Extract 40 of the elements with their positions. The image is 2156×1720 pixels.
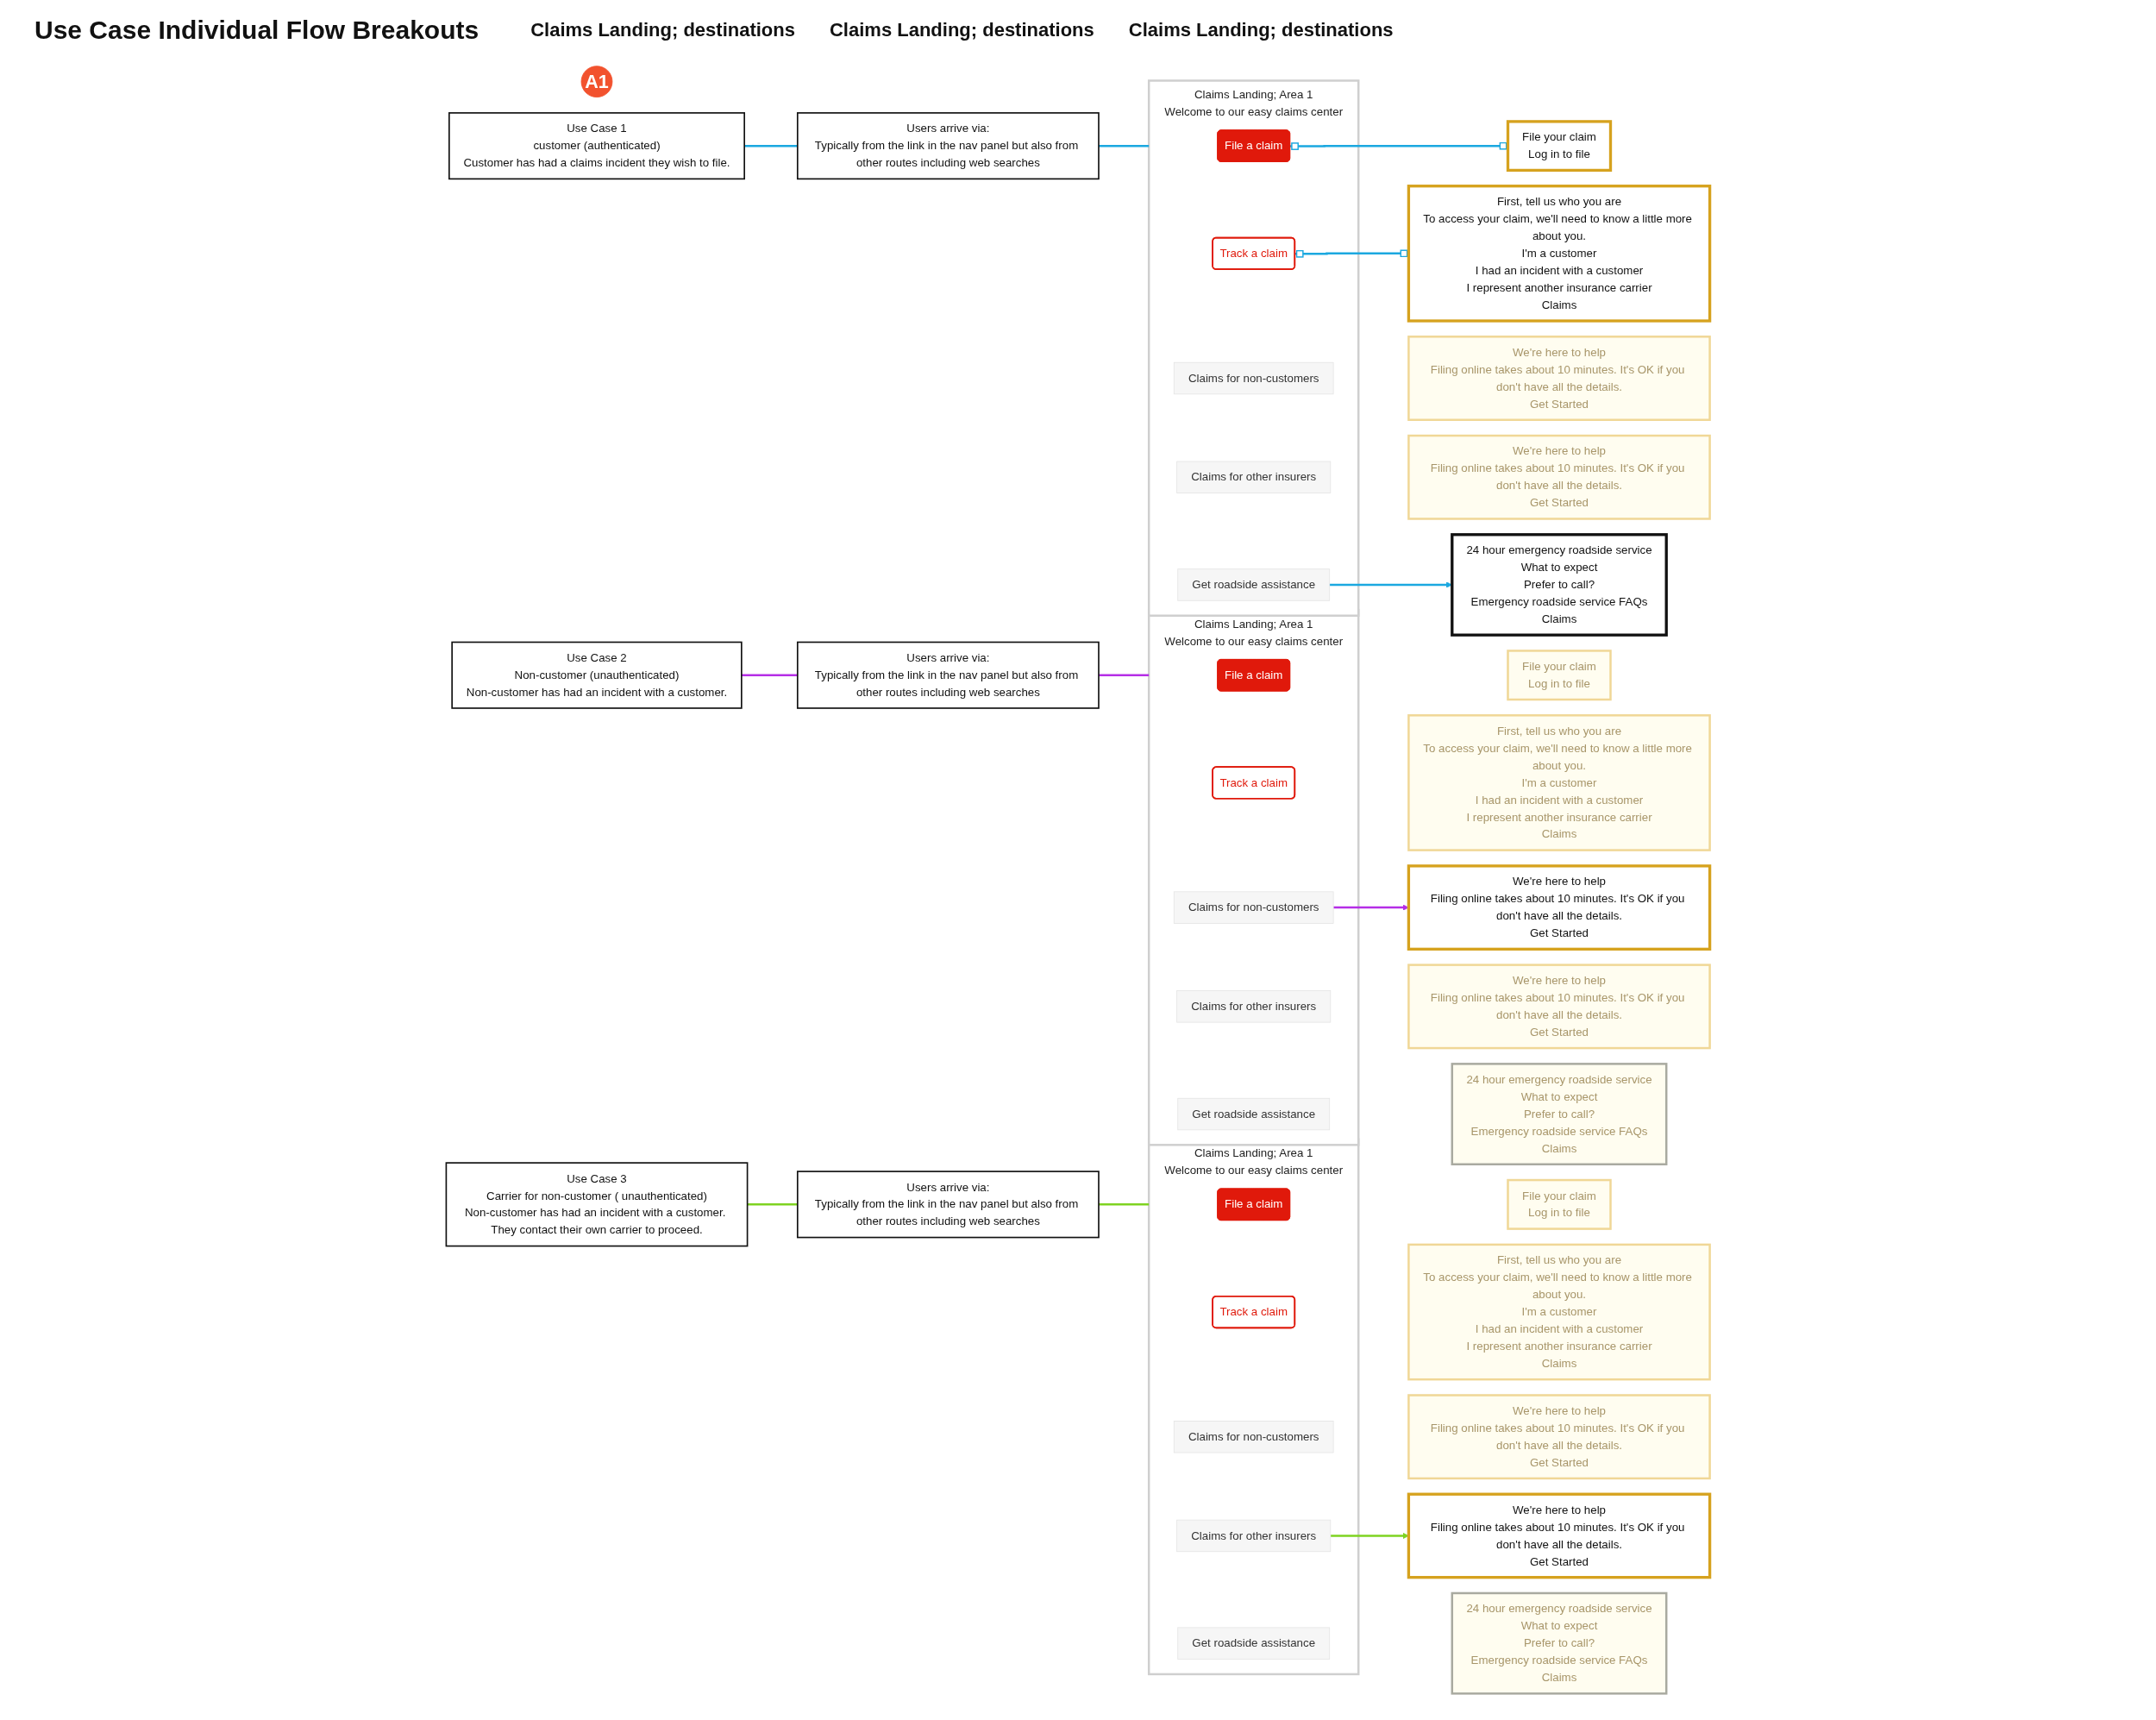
node-box: Claims for other insurers: [1176, 1519, 1332, 1553]
node-box: Claims for non-customers: [1173, 361, 1334, 395]
section-heading: Claims Landing; destinations: [829, 19, 1094, 41]
node-box: Get roadside assistance: [1177, 1097, 1331, 1131]
node-box: First, tell us who you are To access your claim, we'll need to know a little more about you. I'm a customer I had an incident with a customer I represent another insurance carrier Claims: [1407, 1243, 1711, 1381]
node-box: We're here to help Filing online takes about 10 minutes. It's OK if you don't have all the details. Get Started: [1407, 336, 1711, 421]
connector: [1099, 144, 1150, 148]
node-box: We're here to help Filing online takes about 10 minutes. It's OK if you don't have all the details. Get Started: [1407, 1492, 1712, 1579]
node-box: 24 hour emergency roadside service What to expect Prefer to call? Emergency roadside service FAQs Claims: [1451, 1591, 1668, 1695]
node-box: Claims for non-customers: [1173, 891, 1334, 924]
node-box: 24 hour emergency roadside service What to expect Prefer to call? Emergency roadside service FAQs Claims: [1451, 533, 1668, 637]
node-box: File your claim Log in to file: [1507, 650, 1612, 701]
node-box: We're here to help Filing online takes about 10 minutes. It's OK if you don't have all the details. Get Started: [1407, 434, 1711, 520]
node-box: Get roadside assistance: [1177, 568, 1331, 601]
node-box: Use Case 2 Non-customer (unauthenticated) Non-customer has had an incident with a customer.: [451, 641, 743, 709]
node-box: First, tell us who you are To access your claim, we'll need to know a little more about you. I'm a customer I had an incident with a customer I represent another insurance carrier Claims: [1407, 185, 1712, 323]
node-box: Users arrive via: Typically from the link in the nav panel but also from other routes including web searches: [796, 641, 1100, 709]
section-heading: Claims Landing; destinations: [530, 19, 795, 41]
node-box: First, tell us who you are To access your claim, we'll need to know a little more about you. I'm a customer I had an incident with a customer I represent another insurance carrier Claims: [1407, 714, 1711, 851]
node-circle: A1: [580, 66, 613, 98]
node-box: Claims for other insurers: [1176, 990, 1332, 1023]
connector: [1099, 674, 1150, 676]
node-box: We're here to help Filing online takes about 10 minutes. It's OK if you don't have all the details. Get Started: [1407, 864, 1712, 951]
node-box: Use Case 3 Carrier for non-customer ( unauthenticated) Non-customer has had an incident with a customer. They contact their own carrier to proceed.: [445, 1162, 749, 1247]
node-box: File your claim Log in to file: [1506, 120, 1613, 173]
node-box: File your claim Log in to file: [1507, 1178, 1612, 1230]
node-box: Claims for other insurers: [1176, 461, 1332, 493]
node-box: Claims for non-customers: [1173, 1421, 1334, 1453]
diagram-title: Use Case Individual Flow Breakouts: [34, 16, 479, 45]
node-box: 24 hour emergency roadside service What to expect Prefer to call? Emergency roadside service FAQs Claims: [1451, 1063, 1668, 1165]
connector: [747, 1203, 798, 1206]
node-box: Users arrive via: Typically from the link in the nav panel but also from other routes including web searches: [796, 1171, 1100, 1239]
node-box: Use Case 1 customer (authenticated) Customer has had a claims incident they wish to file.: [448, 112, 745, 180]
node-box: We're here to help Filing online takes about 10 minutes. It's OK if you don't have all the details. Get Started: [1407, 1394, 1711, 1480]
connector: [1099, 1203, 1150, 1206]
connector: [741, 674, 798, 676]
connector: [744, 144, 798, 148]
node-box: We're here to help Filing online takes about 10 minutes. It's OK if you don't have all the details. Get Started: [1407, 964, 1711, 1050]
node-box: Users arrive via: Typically from the link in the nav panel but also from other routes including web searches: [796, 112, 1100, 180]
section-heading: Claims Landing; destinations: [1128, 19, 1394, 41]
